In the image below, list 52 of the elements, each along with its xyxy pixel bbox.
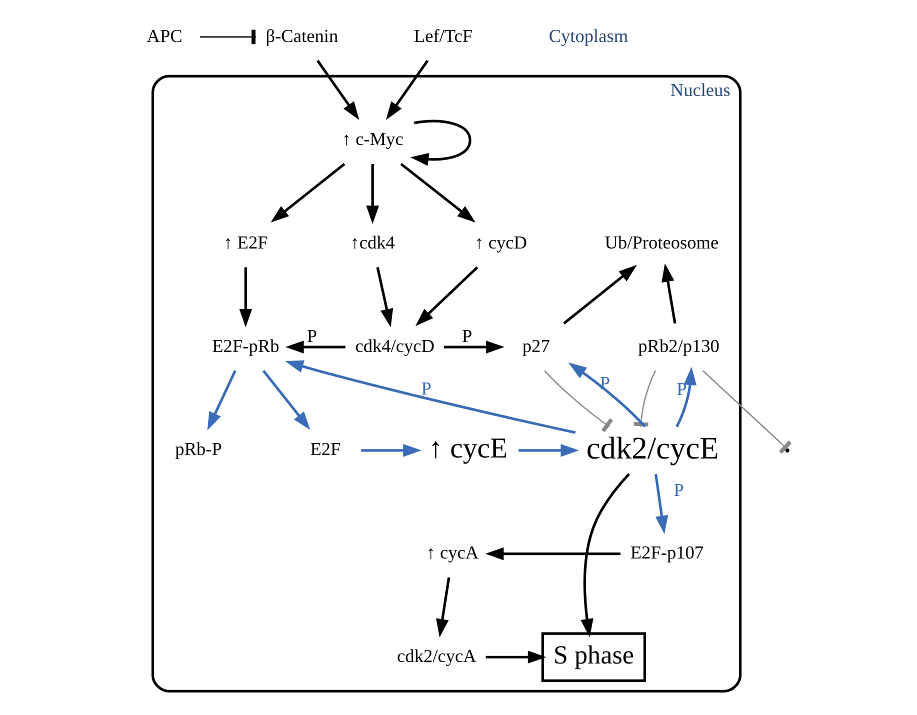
node-box: S phase [540, 632, 646, 682]
arrow [385, 60, 428, 120]
node-text: β-Catenin [265, 26, 338, 46]
arrow [485, 650, 546, 664]
arrow [443, 340, 504, 354]
arrow [360, 444, 421, 457]
edge-label: P [306, 326, 317, 346]
arrow [484, 547, 620, 560]
node-text: ↑ E2F [223, 232, 268, 253]
node-text: ↑ c-Myc [341, 129, 403, 150]
arrow [376, 267, 393, 328]
arrow [238, 267, 252, 328]
edge-label: P [673, 480, 684, 500]
node-text: E2F [310, 439, 340, 460]
arrow [270, 162, 345, 223]
edge-label: P [462, 326, 472, 346]
node-text: pRb-P [174, 439, 222, 460]
arrow [654, 474, 668, 534]
label: Cytoplasm [548, 26, 628, 46]
arrow [284, 360, 576, 434]
arrow [206, 370, 236, 430]
arrow [580, 473, 630, 638]
node-text: Ub/Proteosome [604, 232, 718, 253]
node-text: ↑ cycD [474, 232, 526, 253]
node-text: cdk2/cycA [396, 646, 476, 666]
node-text: APC [146, 26, 182, 46]
arrow [316, 60, 359, 120]
arrow [400, 162, 476, 223]
node-text: cdk4/cycD [354, 336, 434, 356]
arrow [414, 266, 478, 326]
node-text: E2F-p107 [630, 542, 704, 563]
node-text: E2F-pRb [212, 336, 279, 356]
arrow [562, 264, 636, 324]
arrow [284, 340, 345, 354]
connector [702, 370, 792, 454]
arrow [410, 120, 471, 166]
node-text: ↑cdk4 [350, 232, 394, 253]
connector [544, 370, 613, 432]
arrow [675, 366, 696, 428]
arrow [262, 370, 310, 430]
node-text: Lef/TcF [413, 26, 472, 46]
arrow [366, 164, 379, 224]
edge-label: P [420, 378, 431, 399]
arrow [518, 444, 579, 457]
arrow [661, 263, 676, 324]
node-text: pRb2/p130 [638, 336, 719, 356]
node-text: p27 [522, 336, 550, 356]
node-text: ↑ cycE [428, 432, 508, 465]
edge-label: P [676, 378, 686, 399]
node-text: ↑ cycA [426, 542, 478, 563]
node-text: cdk2/cycE [586, 430, 718, 466]
arrow [436, 577, 450, 638]
